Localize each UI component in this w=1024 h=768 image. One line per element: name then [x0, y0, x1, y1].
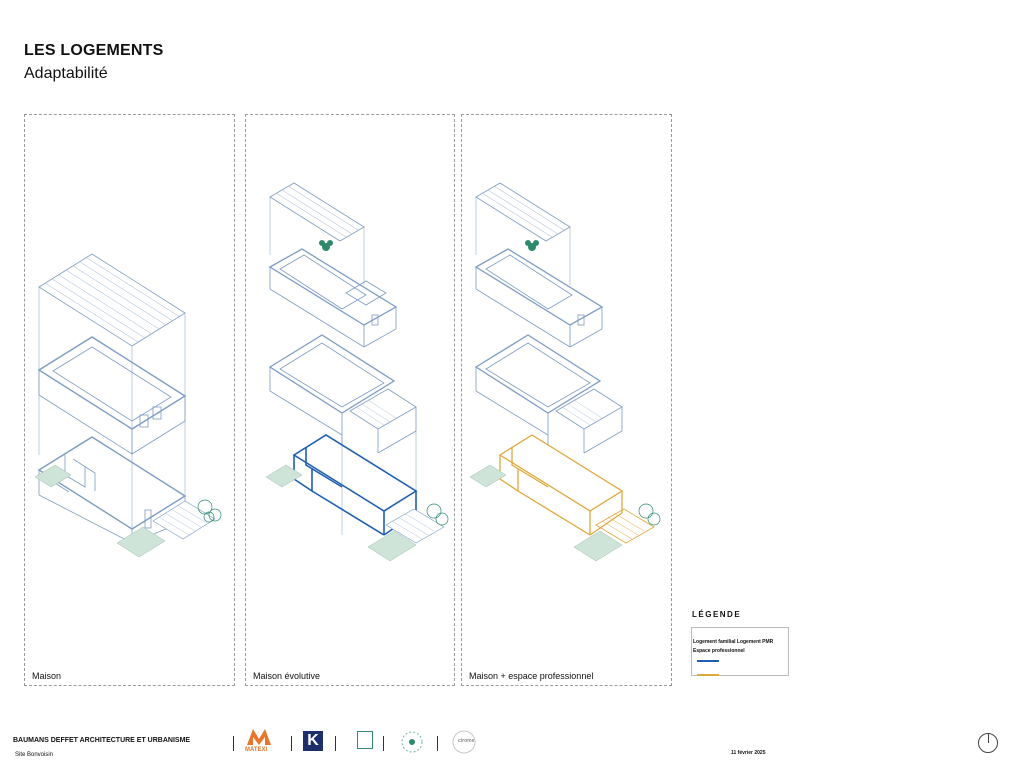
panel-maison: Maison — [24, 114, 235, 686]
r-logo-icon — [357, 731, 373, 749]
panel-maison-evolutive: Maison évolutive — [245, 114, 455, 686]
axonometric-drawing-maison-evolutive — [265, 182, 449, 562]
logo-separator — [437, 736, 438, 751]
north-arrow-icon — [978, 733, 998, 753]
k-logo-icon: K — [303, 731, 323, 751]
matexi-logo-icon — [247, 729, 271, 745]
logo-separator — [291, 736, 292, 751]
legend-title: LÉGENDE — [692, 610, 742, 619]
logo-separator — [383, 736, 384, 751]
footer-site: Site Bonvoisin — [15, 752, 54, 758]
footer-date: 11 février 2025 — [731, 750, 766, 756]
panel-label: Maison + espace professionnel — [469, 671, 594, 681]
page-title: LES LOGEMENTS — [24, 42, 164, 59]
matexi-logo-text: MATEXI — [245, 747, 268, 753]
axonometric-drawing-maison — [34, 253, 222, 558]
circular-logo-icon — [401, 731, 423, 753]
legend-line-orange — [697, 674, 719, 676]
legend-line-blue — [697, 660, 719, 662]
panel-maison-espace-pro: Maison + espace professionnel — [461, 114, 672, 686]
page-subtitle: Adaptabilité — [24, 65, 108, 82]
legend-box: Logement familial Logement PMR Espace pr… — [691, 627, 789, 676]
legend-text: Logement familial Logement PMR Espace pr… — [693, 639, 774, 654]
cirome-logo-icon — [452, 730, 476, 754]
k-logo-text: K — [307, 732, 319, 749]
logo-separator — [233, 736, 234, 751]
footer-company: BAUMANS DEFFET ARCHITECTURE ET URBANISME — [13, 737, 191, 744]
panel-label: Maison — [32, 671, 62, 681]
panel-label: Maison évolutive — [253, 671, 321, 681]
logo-separator — [335, 736, 336, 751]
axonometric-drawing-maison-espace-pro — [469, 182, 661, 562]
cirome-logo-text: cirome — [458, 738, 475, 744]
